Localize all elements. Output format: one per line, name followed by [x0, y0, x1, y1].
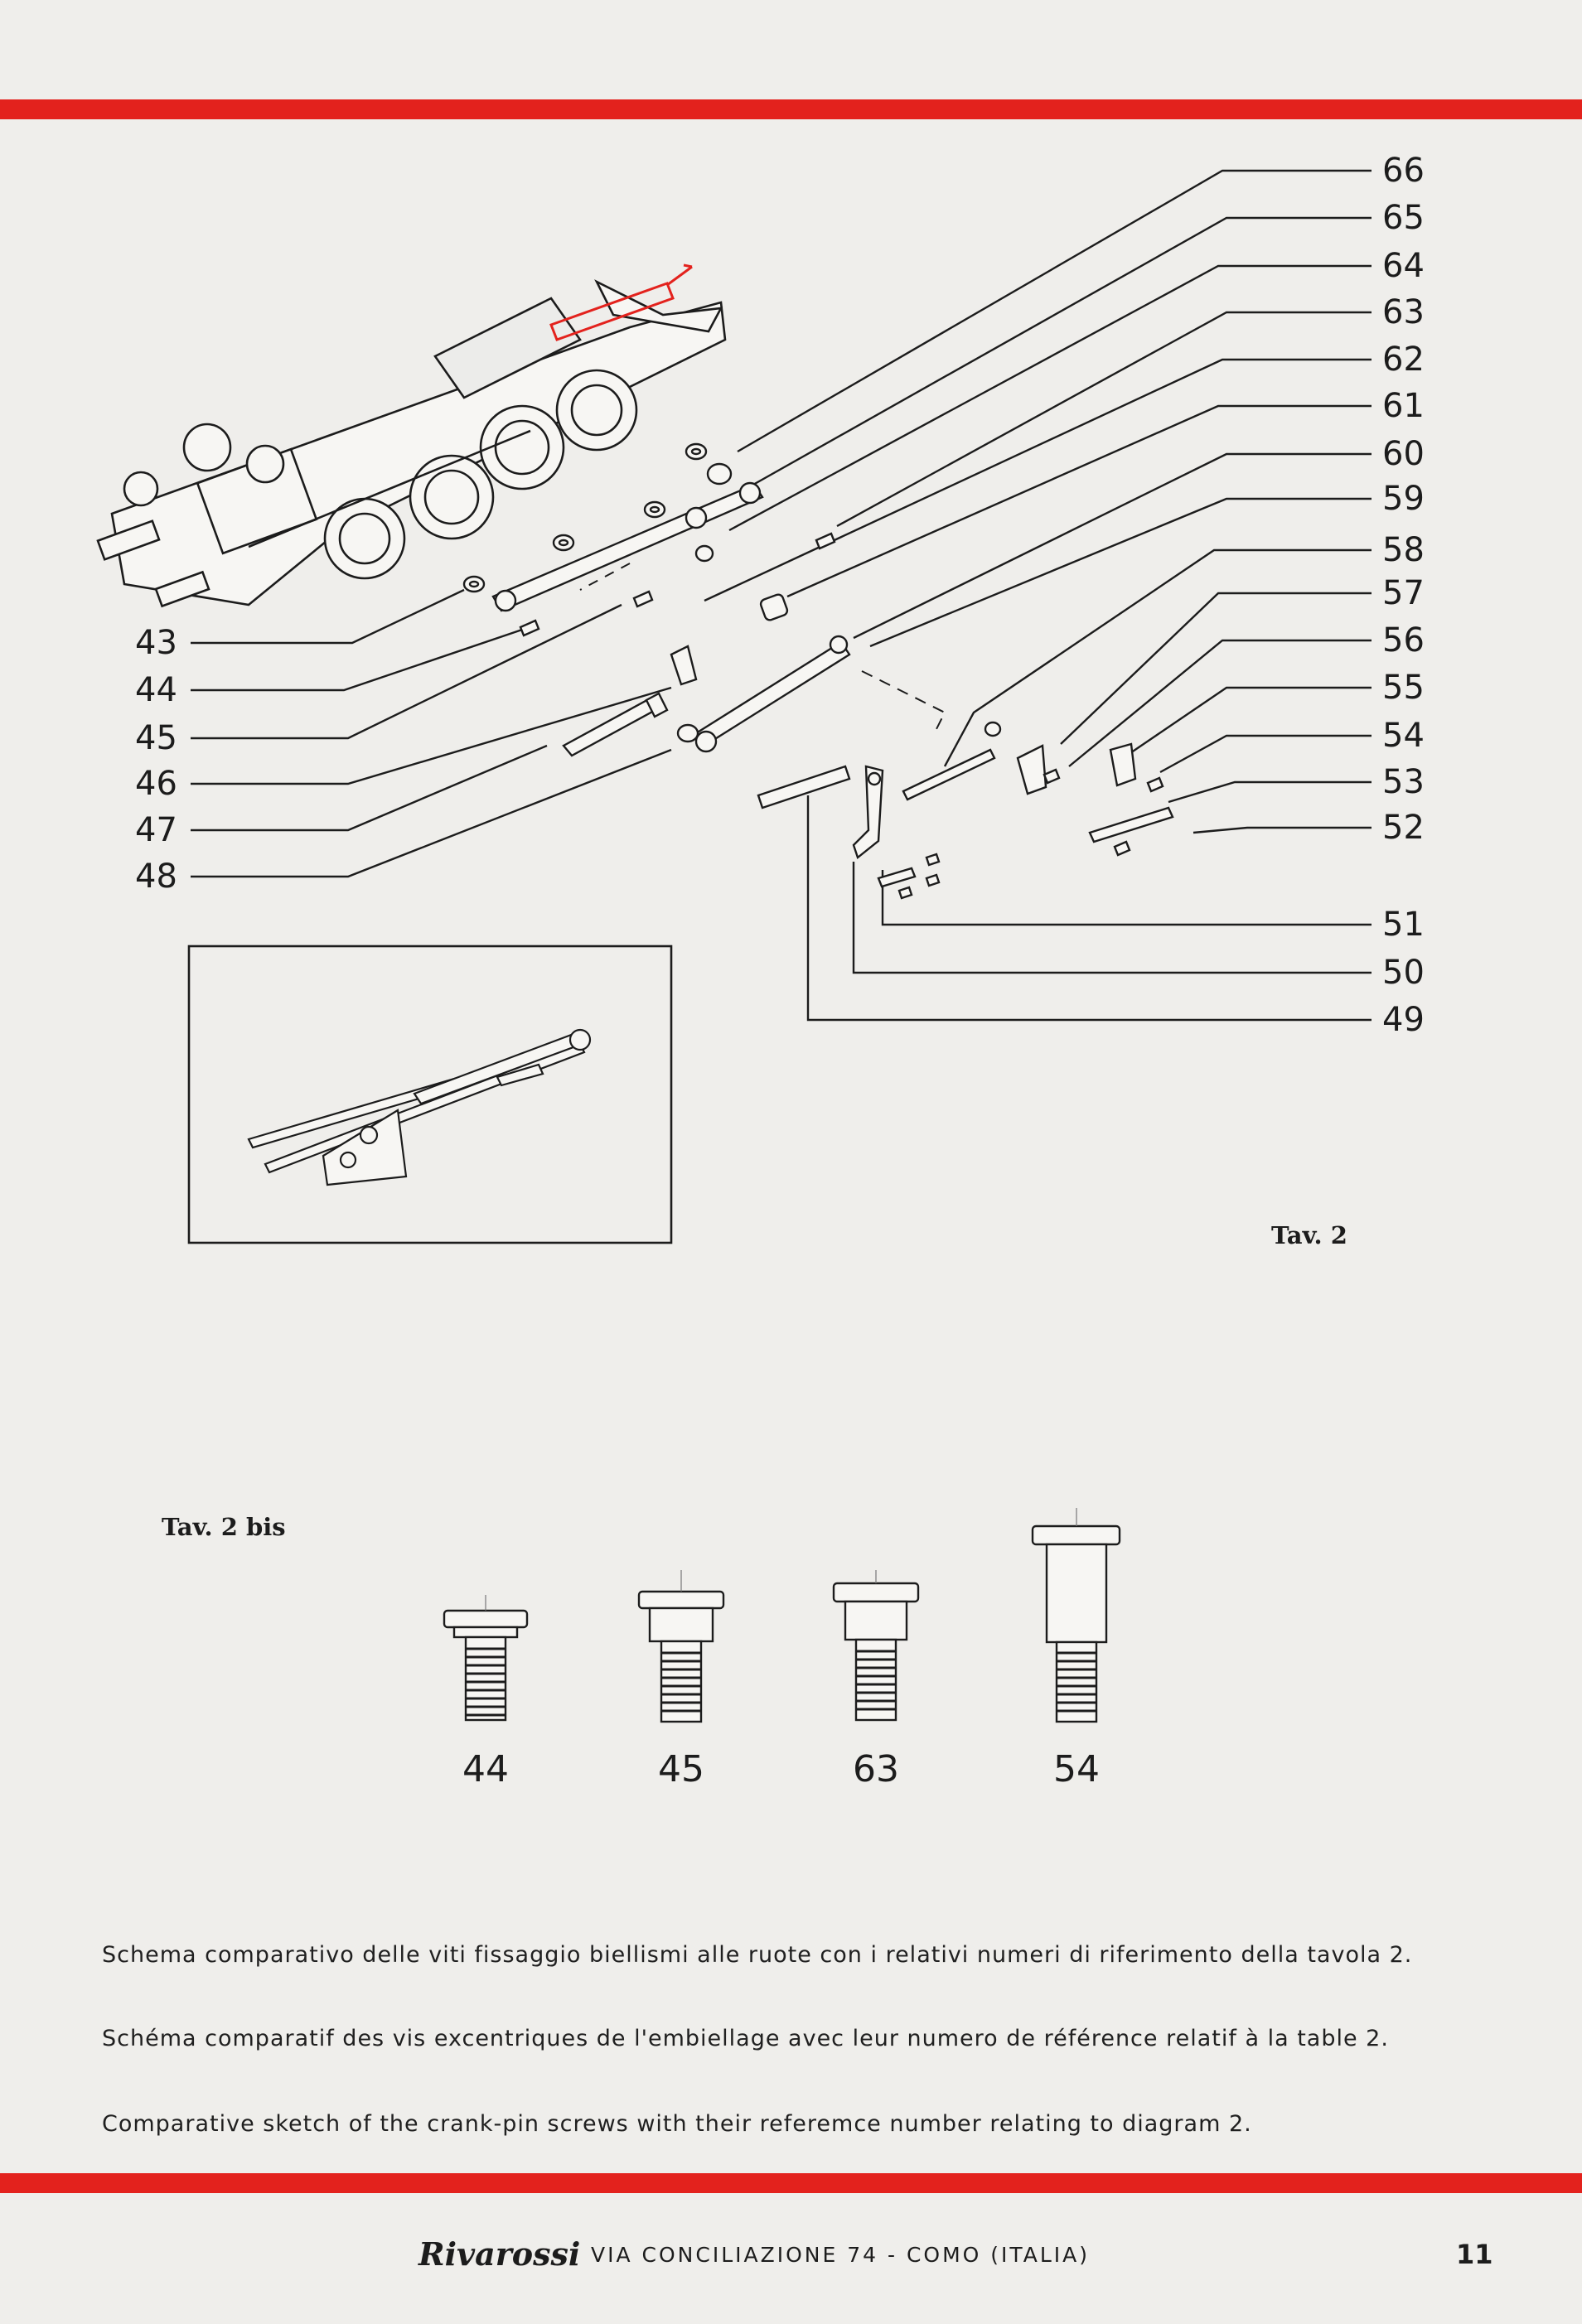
- screw-comparison: [443, 1524, 1121, 1723]
- callout-55: 55: [1382, 669, 1425, 707]
- callout-61: 61: [1382, 387, 1425, 425]
- callout-52: 52: [1382, 809, 1425, 847]
- screw-label-54: 54: [1053, 1748, 1100, 1790]
- plate-label: Tav. 2: [1271, 1221, 1347, 1249]
- callout-46: 46: [135, 765, 177, 803]
- locomotive-chassis-drawing: [96, 279, 727, 608]
- caption-french: Schéma comparatif des vis excentriques d…: [102, 2026, 1389, 2051]
- callout-44: 44: [135, 671, 177, 709]
- callout-47: 47: [135, 811, 177, 849]
- callout-54: 54: [1382, 717, 1425, 755]
- callout-43: 43: [135, 624, 177, 662]
- caption-italian: Schema comparativo delle viti fissaggio …: [102, 1942, 1413, 1968]
- assembled-view-inset: [187, 945, 673, 1244]
- callout-66: 66: [1382, 152, 1425, 190]
- callout-45: 45: [135, 719, 177, 757]
- assembled-valve-gear: [247, 1028, 592, 1186]
- callout-53: 53: [1382, 763, 1425, 801]
- callout-57: 57: [1382, 574, 1425, 612]
- callout-49: 49: [1382, 1001, 1425, 1039]
- exploded-parts: [462, 442, 1174, 900]
- highlighted-piston-rod: [549, 263, 693, 341]
- footer-address: VIA CONCILIAZIONE 74 - COMO (ITALIA): [591, 2243, 1090, 2267]
- screw-threads: [466, 1647, 1096, 1717]
- callout-65: 65: [1382, 199, 1425, 237]
- callout-50: 50: [1382, 954, 1425, 992]
- page-number: 11: [1456, 2239, 1493, 2270]
- callout-62: 62: [1382, 341, 1425, 379]
- callout-63: 63: [1382, 293, 1425, 331]
- top-red-band: [0, 99, 1582, 119]
- callout-56: 56: [1382, 621, 1425, 660]
- callout-48: 48: [135, 858, 177, 896]
- screw-label-44: 44: [462, 1748, 509, 1790]
- screw-label-45: 45: [658, 1748, 704, 1790]
- callout-58: 58: [1382, 531, 1425, 569]
- callout-64: 64: [1382, 247, 1425, 285]
- bottom-red-band: [0, 2173, 1582, 2193]
- callout-51: 51: [1382, 906, 1425, 944]
- callout-60: 60: [1382, 435, 1425, 473]
- screw-label-63: 63: [853, 1748, 899, 1790]
- caption-english: Comparative sketch of the crank-pin scre…: [102, 2111, 1252, 2137]
- callout-59: 59: [1382, 480, 1425, 518]
- plate-bis-label: Tav. 2 bis: [162, 1513, 286, 1541]
- rivarossi-logo: Rivarossi: [418, 2235, 581, 2273]
- leader-lines: [191, 169, 1372, 1022]
- screw-axis-lines: [485, 1508, 1077, 1611]
